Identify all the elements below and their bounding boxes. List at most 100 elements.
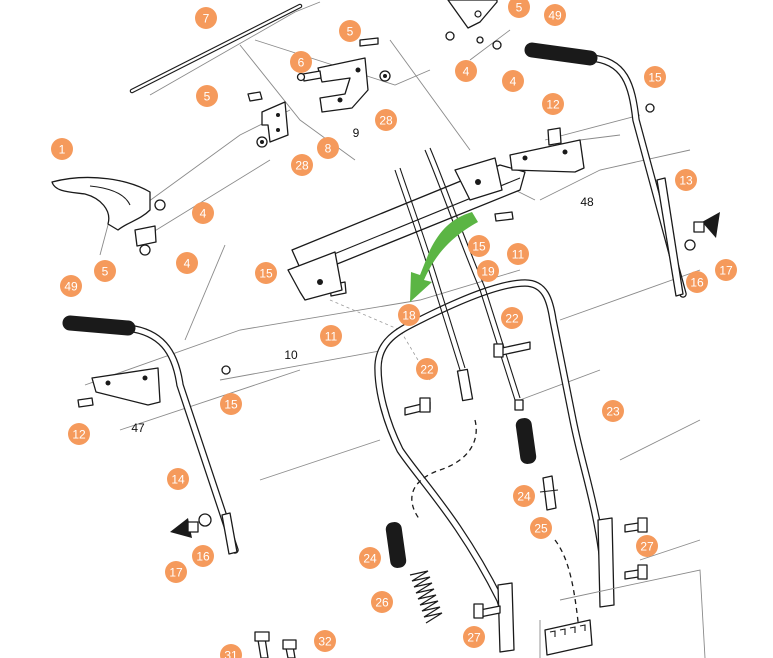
callout-number: 22 (505, 312, 519, 326)
callout-number: 24 (517, 490, 531, 504)
callout-circle (290, 51, 312, 73)
callout-c28b: 28 (291, 154, 313, 176)
callout-number: 14 (171, 473, 185, 487)
callout-c11a: 11 (507, 243, 529, 265)
callout-circle (94, 260, 116, 282)
callout-c25: 25 (530, 517, 552, 539)
callout-number: 1 (59, 143, 66, 157)
callout-c7: 7 (195, 7, 217, 29)
callout-c5a: 5 (339, 20, 361, 42)
callout-number: 11 (512, 248, 525, 262)
callout-circle (477, 260, 499, 282)
callout-circle (715, 259, 737, 281)
callout-circle (176, 252, 198, 274)
connector-part-25 (539, 475, 559, 511)
callout-circle (255, 262, 277, 284)
callout-c15c: 15 (255, 262, 277, 284)
callout-c13: 13 (675, 169, 697, 191)
upper-pivot-bracket (447, 0, 498, 29)
callout-circle (192, 202, 214, 224)
callout-c27b: 27 (463, 626, 485, 648)
callout-number: 28 (295, 159, 309, 173)
leader-lines (84, 1, 701, 561)
callout-circle (60, 275, 82, 297)
handle-bracket-part-48 (509, 139, 585, 173)
callout-c12a: 12 (542, 93, 564, 115)
callout-layer: 1444455556781111121213141515151516161717… (51, 0, 737, 658)
bolts (254, 341, 648, 658)
callout-c15d: 15 (220, 393, 242, 415)
callout-c5b: 5 (508, 0, 530, 18)
callout-number: 19 (481, 265, 495, 279)
callout-c4d: 4 (176, 252, 198, 274)
bracket-part-9 (317, 57, 369, 113)
callout-number: 28 (379, 114, 393, 128)
callout-circle (192, 545, 214, 567)
callout-c8: 8 (317, 137, 339, 159)
callout-number: 49 (548, 9, 562, 23)
callout-number: 12 (546, 98, 560, 112)
callout-c17a: 17 (715, 259, 737, 281)
callout-circle (398, 304, 420, 326)
callout-c16a: 16 (686, 271, 708, 293)
callout-number: 27 (640, 540, 654, 554)
callout-number: 4 (510, 75, 517, 89)
callout-circle (220, 393, 242, 415)
callout-c24a: 24 (513, 485, 535, 507)
callout-number: 4 (184, 257, 191, 271)
left-upper-handle (62, 315, 239, 555)
callout-number: 22 (420, 363, 434, 377)
callout-number: 17 (719, 264, 733, 278)
callout-number: 17 (169, 566, 183, 580)
callout-number: 49 (64, 280, 78, 294)
callout-number: 7 (203, 12, 210, 26)
callout-c28a: 28 (375, 109, 397, 131)
control-panel-plate (287, 157, 526, 301)
callout-circle (167, 468, 189, 490)
callout-c1: 1 (51, 138, 73, 160)
callout-c31: 31 (220, 644, 242, 658)
small-bracket (261, 101, 289, 143)
callout-circle (68, 423, 90, 445)
callout-c24b: 24 (359, 547, 381, 569)
callout-number: 6 (298, 56, 305, 70)
callout-circle (359, 547, 381, 569)
callout-circle (196, 85, 218, 107)
right-upper-handle (524, 42, 687, 298)
callout-number: 5 (347, 25, 354, 39)
callout-number: 31 (224, 649, 238, 658)
callout-circle (291, 154, 313, 176)
callout-circle (502, 70, 524, 92)
callout-circle (339, 20, 361, 42)
reference-number-p10: 10 (284, 348, 298, 362)
callout-number: 23 (606, 405, 620, 419)
callout-circle (636, 535, 658, 557)
callout-number: 26 (375, 596, 389, 610)
callout-c26: 26 (371, 591, 393, 613)
callout-c4a: 4 (455, 60, 477, 82)
callout-c15a: 15 (644, 66, 666, 88)
callout-circle (675, 169, 697, 191)
callout-circle (371, 591, 393, 613)
callout-number: 5 (102, 265, 109, 279)
callout-circle (513, 485, 535, 507)
callout-number: 15 (224, 398, 238, 412)
reference-number-p47: 47 (131, 421, 145, 435)
callout-c32: 32 (314, 630, 336, 652)
callout-c15b: 15 (468, 235, 490, 257)
callout-number: 12 (72, 428, 86, 442)
callout-circle (544, 4, 566, 26)
hardware (77, 31, 696, 527)
callout-c23: 23 (602, 400, 624, 422)
callout-circle (51, 138, 73, 160)
callout-circle (320, 325, 342, 347)
callout-c22b: 22 (416, 358, 438, 380)
callout-circle (220, 644, 242, 658)
callout-circle (501, 307, 523, 329)
callout-circle (468, 235, 490, 257)
callout-circle (416, 358, 438, 380)
callout-number: 5 (204, 90, 211, 104)
callout-c4c: 4 (192, 202, 214, 224)
callout-c14: 14 (167, 468, 189, 490)
